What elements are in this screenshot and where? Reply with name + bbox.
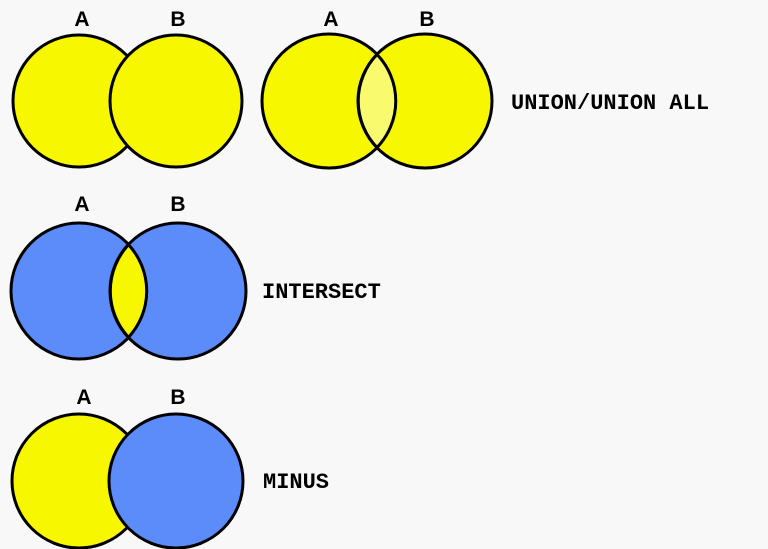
- intersect-row: A B INTERSECT: [9, 193, 381, 361]
- set-b-circle: [108, 33, 244, 169]
- intersect-venn-diagram: A B: [9, 193, 248, 361]
- set-a-label: A: [74, 8, 89, 31]
- minus-operation-label: MINUS: [263, 470, 329, 495]
- set-b-label: B: [170, 386, 185, 409]
- set-a-label: A: [76, 386, 91, 409]
- overlap-lens: [358, 54, 396, 148]
- intersect-operation-label: INTERSECT: [262, 280, 381, 305]
- union-operation-label: UNION/UNION ALL: [511, 91, 709, 116]
- union-venn-diagram-2: A B: [260, 8, 494, 170]
- set-b-label: B: [170, 8, 185, 31]
- set-b-label: B: [419, 8, 434, 31]
- set-a-label: A: [74, 193, 89, 216]
- minus-row: A B MINUS: [10, 386, 329, 549]
- set-b-label: B: [170, 193, 185, 216]
- union-row: A B A B UNION/UNION ALL: [11, 8, 709, 170]
- minus-venn-diagram: A B: [10, 386, 245, 549]
- overlap-lens: [110, 244, 147, 338]
- overlap-lens-outline: [108, 242, 149, 340]
- set-a-label: A: [323, 8, 338, 31]
- union-venn-diagram-1: A B: [11, 8, 244, 169]
- overlap-lens-outline: [356, 52, 398, 150]
- set-b-circle: [107, 412, 245, 549]
